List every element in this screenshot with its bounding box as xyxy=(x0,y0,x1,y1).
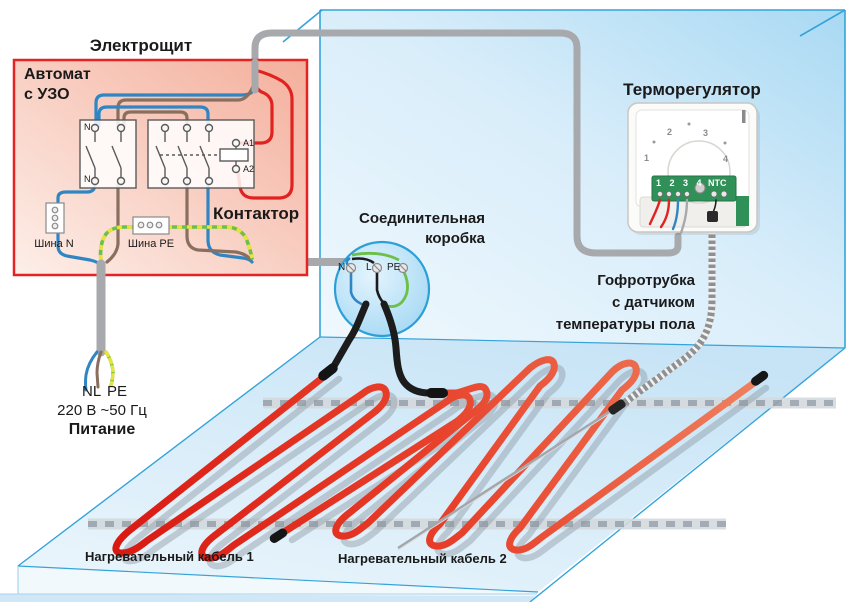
junction-box xyxy=(333,240,431,338)
sensor-caption-line3: температуры пола xyxy=(555,316,695,333)
coil-a2-label: A2 xyxy=(243,164,255,174)
ceiling-corner-right xyxy=(799,9,846,37)
dial-number-2: 2 xyxy=(667,127,673,137)
panel-title: Электрощит xyxy=(89,36,193,55)
bus-n-label: Шина N xyxy=(34,238,74,250)
cable1-end-cap xyxy=(269,528,288,543)
contactor-device xyxy=(147,119,255,189)
electrical-panel xyxy=(12,58,309,277)
dial-number-1: 1 xyxy=(644,153,650,163)
corrugated-tube xyxy=(608,216,716,415)
thermostat-title: Терморегулятор xyxy=(623,80,761,99)
wire-brown-breaker-out xyxy=(105,182,120,264)
cold-leads xyxy=(330,300,434,397)
pcb-tail xyxy=(736,196,749,226)
coil-symbol xyxy=(219,148,249,162)
dial-number-4: 4 xyxy=(723,154,729,164)
supply-voltage-label: 220 В ~50 Гц xyxy=(57,402,147,419)
sensor-caption-line2: с датчиком xyxy=(611,294,695,311)
breaker-n-bottom-label: N xyxy=(84,174,91,184)
cold-lead-coupling-1 xyxy=(318,363,338,381)
wire-brown-contactor-out xyxy=(185,182,252,261)
wire-blue-link xyxy=(97,105,210,128)
pcb-terminals-label: 1 2 3 4 xyxy=(656,178,705,188)
supply-pe-label: PE xyxy=(107,383,128,400)
junction-terminal-l-label: L xyxy=(366,262,372,273)
heating-cable-2 xyxy=(332,356,769,554)
thermostat xyxy=(627,102,760,235)
breaker-label-line2: с УЗО xyxy=(24,86,70,103)
breaker-device xyxy=(79,119,137,189)
supply-pigtail xyxy=(84,350,115,392)
wire-brown-link xyxy=(122,110,189,128)
wire-pe-striped xyxy=(98,225,254,262)
bus-pe xyxy=(132,216,170,235)
cable-panel-to-thermostat xyxy=(251,29,682,257)
supply-power-label: Питание xyxy=(68,421,136,438)
tube-end-fitting xyxy=(608,399,626,415)
floor-sensor-probe xyxy=(397,408,613,551)
thermostat-slot xyxy=(742,110,746,123)
junction-box-title-line2: коробка xyxy=(425,230,485,247)
contactor-label: Контактор xyxy=(213,204,300,223)
pcb-ntc-label: NTC xyxy=(708,178,727,188)
junction-box-title-line1: Соединительная xyxy=(359,210,485,227)
wire-brown-supply xyxy=(116,82,256,128)
breaker-n-top-label: N xyxy=(84,122,91,132)
junction-terminal-n-label: N xyxy=(338,262,346,273)
heating-cable-2-label: Нагревательный кабель 2 xyxy=(338,551,507,566)
junction-terminals xyxy=(345,262,409,274)
dial-number-3: 3 xyxy=(703,128,709,138)
heating-cable-1-label: Нагревательный кабель 1 xyxy=(85,549,254,564)
bus-n xyxy=(45,202,65,234)
cold-lead-coupling-2 xyxy=(426,388,448,398)
tube-head xyxy=(707,211,718,222)
cable2-end-cap xyxy=(751,370,769,386)
coil-a1-label: A1 xyxy=(243,138,255,148)
bus-pe-label: Шина PE xyxy=(127,238,175,250)
wire-red-a2 xyxy=(236,68,294,200)
sensor-caption-line1: Гофротрубка xyxy=(597,272,695,289)
heating-cable-1 xyxy=(112,367,474,562)
junction-terminal-pe-label: PE xyxy=(387,262,401,273)
supply-nl-label: NL xyxy=(82,383,102,400)
breaker-label-line1: Автомат xyxy=(24,66,91,83)
ceiling-corner-left xyxy=(282,9,323,43)
